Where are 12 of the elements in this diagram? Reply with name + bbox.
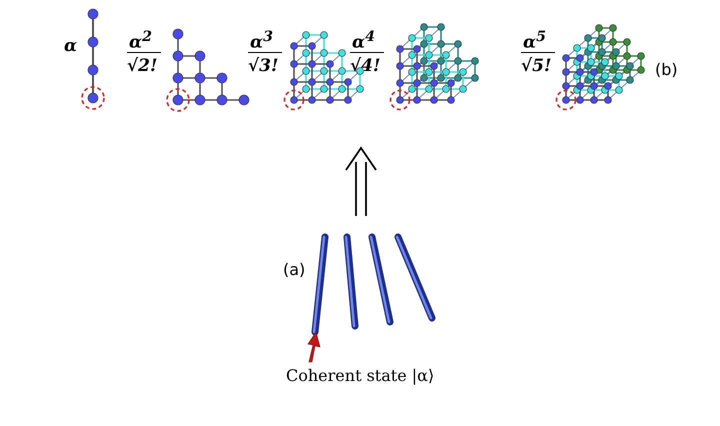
denominator: √2! [127, 58, 158, 75]
panel-label: (b) [655, 62, 678, 78]
denominator: √5! [521, 58, 552, 75]
numerator: α$^{5}$ [523, 30, 546, 52]
panel-label: (a) [283, 262, 306, 278]
caption-text: Coherent state |α⟩ [286, 368, 434, 384]
alpha-label: α [64, 38, 78, 55]
numerator: α$^{4}$ [352, 30, 375, 52]
numerator: α$^{2}$ [129, 30, 152, 52]
numerator: α$^{3}$ [250, 30, 273, 52]
denominator: √4! [350, 58, 380, 75]
denominator: √3! [248, 58, 278, 75]
